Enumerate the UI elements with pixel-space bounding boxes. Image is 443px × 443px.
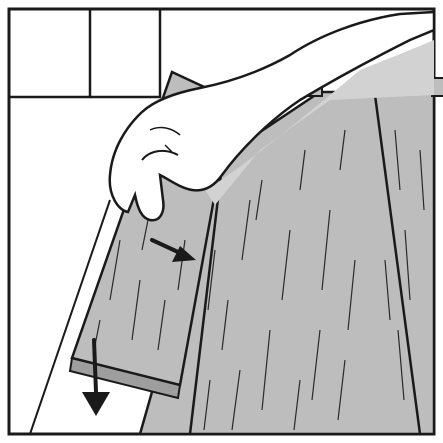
illustration [0,0,443,443]
installation-diagram [0,0,443,443]
